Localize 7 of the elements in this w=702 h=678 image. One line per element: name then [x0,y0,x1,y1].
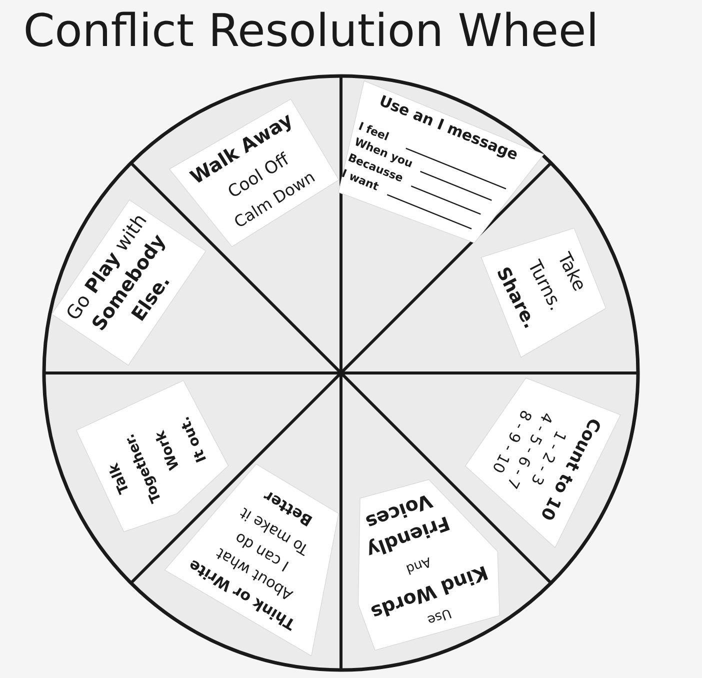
paper-label [480,228,606,358]
label-text: Take Turns. [530,250,583,310]
label-text: And [406,557,430,575]
title: Conflict Resolution Wheel [26,12,594,47]
paper-label [76,380,229,532]
paper-label [464,378,621,548]
paper-label [358,479,500,651]
